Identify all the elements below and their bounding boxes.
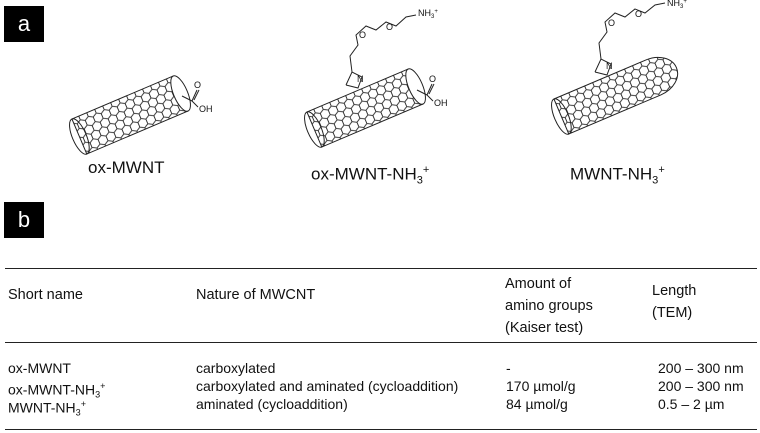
- panel-label-b: b: [4, 202, 44, 238]
- panel-label-a: a: [4, 6, 44, 42]
- svg-text:O: O: [429, 74, 436, 84]
- caption-ox-mwnt: ox-MWNT: [88, 158, 165, 177]
- ox-mwnt-structure: O OH: [69, 75, 213, 155]
- hydroxyl-label: OH: [199, 104, 213, 114]
- table-top-rule: [5, 268, 757, 269]
- nanotube-structures-figure: O OH N O O NH3+ O OH: [69, 0, 687, 155]
- caption-mwnt-nh3: MWNT-NH3+: [570, 164, 665, 187]
- mwnt-nh3-structure: N O O NH3+: [551, 0, 687, 135]
- svg-text:O: O: [635, 9, 642, 19]
- caption-ox-mwnt-nh3: ox-MWNT-NH3+: [311, 164, 430, 187]
- svg-text:O: O: [359, 30, 366, 40]
- pyrrolidine-linker: N O O NH3+: [345, 8, 438, 89]
- oxygen-label: O: [194, 80, 201, 90]
- svg-text:NH3+: NH3+: [667, 0, 687, 10]
- svg-text:OH: OH: [434, 98, 448, 108]
- nitrogen-label: N: [357, 74, 364, 84]
- table-header-rule: [5, 342, 757, 343]
- header-nature: Nature of MWCNT: [196, 287, 316, 303]
- svg-text:O: O: [608, 18, 615, 28]
- carboxyl-group: O OH: [416, 74, 448, 108]
- header-length: Length (TEM): [652, 283, 697, 321]
- table-bottom-rule: [5, 429, 757, 430]
- svg-text:N: N: [606, 61, 613, 71]
- carboxyl-group: O OH: [181, 80, 213, 114]
- header-short-name: Short name: [8, 287, 83, 303]
- svg-text:O: O: [386, 22, 393, 32]
- header-amount: Amount of amino groups (Kaiser test): [505, 276, 593, 336]
- pyrrolidine-linker: N O O NH3+: [594, 0, 687, 76]
- ox-mwnt-nh3-structure: N O O NH3+ O OH: [304, 8, 448, 148]
- ammonium-label: NH3+: [418, 8, 438, 20]
